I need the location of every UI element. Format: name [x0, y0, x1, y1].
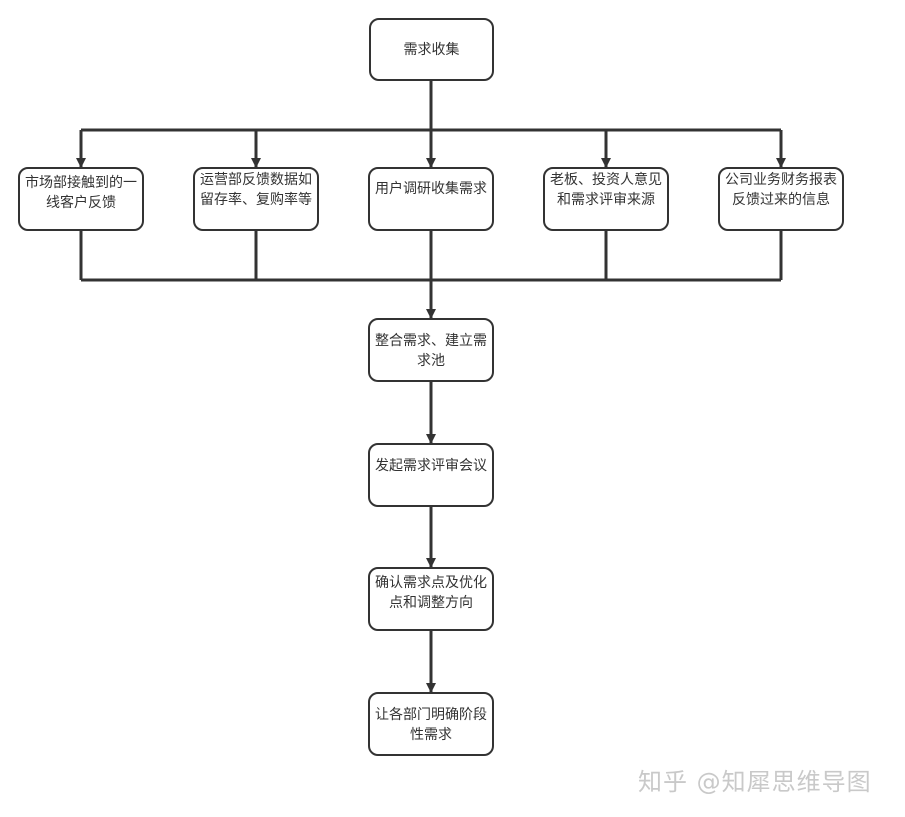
node-boss-label: 老板、投资人意见和需求评审来源	[550, 172, 662, 208]
node-confirm: 确认需求点及优化点和调整方向	[368, 567, 494, 631]
node-operations-label: 运营部反馈数据如留存率、复购率等	[200, 172, 312, 208]
node-boss: 老板、投资人意见和需求评审来源	[543, 167, 669, 231]
node-research: 用户调研收集需求	[368, 167, 494, 231]
node-confirm-label: 确认需求点及优化点和调整方向	[375, 575, 487, 611]
node-market: 市场部接触到的一线客户反馈	[18, 167, 144, 231]
node-collect-label: 需求收集	[403, 41, 460, 58]
node-review-label: 发起需求评审会议	[375, 458, 487, 474]
node-operations: 运营部反馈数据如留存率、复购率等	[193, 167, 319, 231]
node-inform-label: 让各部门明确阶段性需求	[375, 707, 487, 743]
node-finance: 公司业务财务报表反馈过来的信息	[718, 167, 844, 231]
node-review: 发起需求评审会议	[368, 443, 494, 507]
watermark: 知乎 @知犀思维导图	[638, 768, 872, 796]
node-collect: 需求收集	[369, 18, 494, 81]
node-pool-label: 整合需求、建立需求池	[375, 333, 487, 369]
node-market-label: 市场部接触到的一线客户反馈	[25, 175, 137, 211]
node-pool: 整合需求、建立需求池	[368, 318, 494, 382]
node-finance-label: 公司业务财务报表反馈过来的信息	[725, 172, 837, 208]
node-research-label: 用户调研收集需求	[375, 181, 487, 197]
node-inform: 让各部门明确阶段性需求	[368, 692, 494, 756]
